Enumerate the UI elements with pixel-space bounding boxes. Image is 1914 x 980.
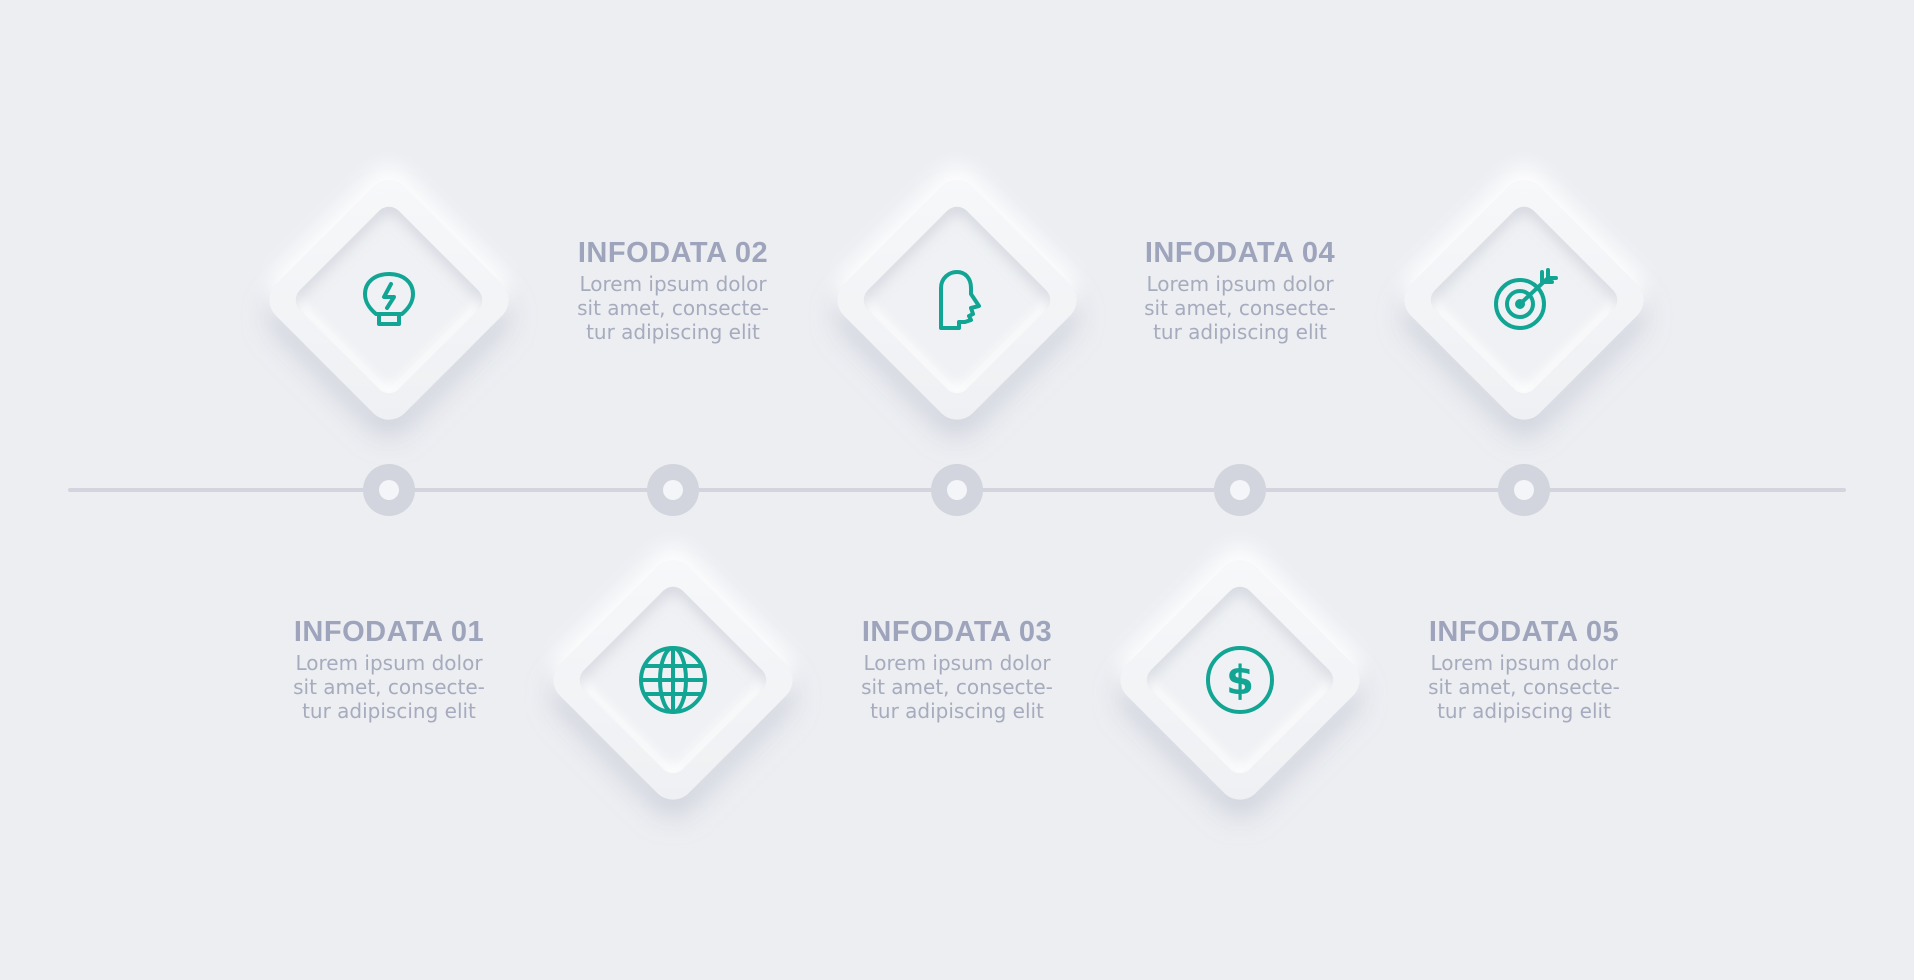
step-2-text: INFODATA 02 Lorem ipsum dolor sit amet, … [543, 236, 803, 344]
timeline-node-4 [1214, 464, 1266, 516]
step-description: Lorem ipsum dolor sit amet, consecte- tu… [1110, 272, 1370, 344]
step-description: Lorem ipsum dolor sit amet, consecte- tu… [543, 272, 803, 344]
desc-line: sit amet, consecte- [577, 296, 769, 320]
desc-line: Lorem ipsum dolor [295, 651, 483, 675]
card-dollar: $ [1110, 550, 1370, 810]
desc-line: tur adipiscing elit [302, 699, 476, 723]
timeline-node-2 [647, 464, 699, 516]
desc-line: tur adipiscing elit [1437, 699, 1611, 723]
dollar-icon: $ [1202, 642, 1278, 718]
step-5-text: INFODATA 05 Lorem ipsum dolor sit amet, … [1394, 615, 1654, 723]
desc-line: Lorem ipsum dolor [863, 651, 1051, 675]
target-icon [1486, 262, 1562, 338]
timeline-node-1 [363, 464, 415, 516]
step-3-text: INFODATA 03 Lorem ipsum dolor sit amet, … [827, 615, 1087, 723]
card-head-profile [827, 170, 1087, 430]
desc-line: sit amet, consecte- [1428, 675, 1620, 699]
step-title: INFODATA 03 [861, 616, 1053, 648]
desc-line: Lorem ipsum dolor [1430, 651, 1618, 675]
card-globe [543, 550, 803, 810]
step-description: Lorem ipsum dolor sit amet, consecte- tu… [827, 651, 1087, 723]
desc-line: Lorem ipsum dolor [579, 272, 767, 296]
desc-line: tur adipiscing elit [870, 699, 1044, 723]
step-title: INFODATA 02 [577, 237, 769, 269]
timeline-node-3 [931, 464, 983, 516]
desc-line: sit amet, consecte- [861, 675, 1053, 699]
step-description: Lorem ipsum dolor sit amet, consecte- tu… [1394, 651, 1654, 723]
globe-icon [635, 642, 711, 718]
desc-line: sit amet, consecte- [1144, 296, 1336, 320]
desc-line: sit amet, consecte- [293, 675, 485, 699]
step-title: INFODATA 04 [1144, 237, 1336, 269]
head-profile-icon [919, 262, 995, 338]
desc-line: tur adipiscing elit [1153, 320, 1327, 344]
step-4-text: INFODATA 04 Lorem ipsum dolor sit amet, … [1110, 236, 1370, 344]
card-target [1394, 170, 1654, 430]
step-1-text: INFODATA 01 Lorem ipsum dolor sit amet, … [259, 615, 519, 723]
step-title: INFODATA 05 [1428, 616, 1620, 648]
timeline-node-5 [1498, 464, 1550, 516]
lightbulb-icon [351, 262, 427, 338]
desc-line: tur adipiscing elit [586, 320, 760, 344]
card-lightbulb [259, 170, 519, 430]
desc-line: Lorem ipsum dolor [1146, 272, 1334, 296]
step-title: INFODATA 01 [293, 616, 485, 648]
step-description: Lorem ipsum dolor sit amet, consecte- tu… [259, 651, 519, 723]
svg-text:$: $ [1226, 658, 1254, 704]
